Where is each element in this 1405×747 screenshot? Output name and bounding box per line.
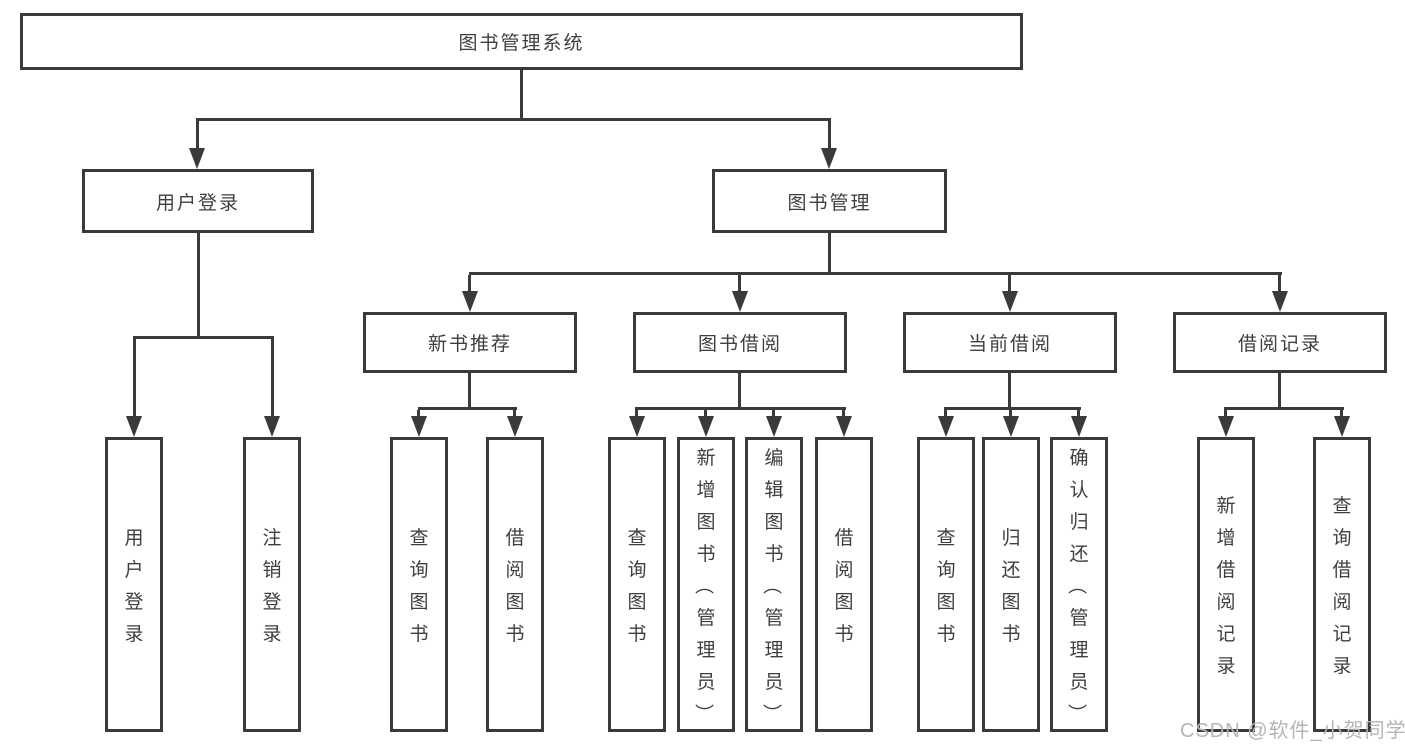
arrowhead-book-borrowing [732, 291, 748, 312]
leaf-add-book-admin-label: 新增图书（管理员） [693, 448, 716, 723]
leaf-edit-book-admin: 编辑图书（管理员） [745, 437, 803, 732]
leaf-borrow-books-recommend-label: 借阅图书 [505, 528, 525, 645]
connector-book-borrowing-drop-3 [772, 410, 775, 420]
node-book-management: 图书管理 [712, 169, 947, 233]
leaf-borrow-books-borrowing: 借阅图书 [815, 437, 873, 732]
connector-current-borrowing-stem [1008, 373, 1011, 407]
node-new-book-recommend: 新书推荐 [363, 312, 577, 373]
connector-borrowing-records-stem [1278, 373, 1281, 407]
connector-book-borrowing-drop-2 [704, 410, 707, 420]
node-borrowing-records-label: 借阅记录 [1237, 334, 1322, 355]
leaf-query-borrow-record-label: 查询借阅记录 [1332, 496, 1352, 677]
connector-book-mgmt-crossbar [469, 272, 1282, 275]
leaf-query-books-current: 查询图书 [917, 437, 975, 732]
connector-current-borrowing-drop-2 [1009, 410, 1012, 420]
leaf-logout-label: 注销登录 [262, 528, 282, 645]
leaf-logout: 注销登录 [243, 437, 301, 732]
csdn-watermark: CSDN @软件_小贺同学 [1180, 720, 1405, 742]
connector-drop-book-borrowing [738, 275, 741, 295]
leaf-user-login-label: 用户登录 [124, 528, 144, 645]
arrowhead-return-books [1003, 416, 1019, 437]
connector-user-login-stem [197, 233, 200, 336]
node-book-borrowing: 图书借阅 [633, 312, 847, 373]
arrowhead-query-books-b1 [411, 416, 427, 437]
node-borrowing-records: 借阅记录 [1173, 312, 1387, 373]
connector-root-drop-right [828, 121, 831, 151]
leaf-query-books-recommend-label: 查询图书 [409, 528, 429, 645]
leaf-query-books-current-label: 查询图书 [936, 528, 956, 645]
arrowhead-confirm-return-admin [1071, 416, 1087, 437]
arrowhead-borrow-books-c4 [836, 416, 852, 437]
connector-root-crossbar [196, 118, 831, 121]
leaf-query-books-recommend: 查询图书 [390, 437, 448, 732]
arrowhead-book-management [821, 148, 837, 169]
leaf-query-borrow-record: 查询借阅记录 [1313, 437, 1371, 732]
connector-book-mgmt-stem [828, 233, 831, 272]
leaf-add-book-admin: 新增图书（管理员） [677, 437, 735, 732]
connector-root-drop-left [196, 121, 199, 151]
connector-root-stem [520, 70, 523, 118]
connector-new-book-stem [468, 373, 471, 407]
node-book-management-label: 图书管理 [787, 192, 872, 214]
connector-borrowing-records-drop-2 [1340, 410, 1343, 420]
connector-book-borrowing-stem [738, 373, 741, 407]
connector-book-borrowing-drop-1 [635, 410, 638, 420]
leaf-borrow-books-borrowing-label: 借阅图书 [834, 528, 854, 645]
node-current-borrowing: 当前借阅 [903, 312, 1117, 373]
arrowhead-borrowing-records [1272, 291, 1288, 312]
connector-book-borrowing-crossbar [635, 407, 846, 410]
leaf-borrow-books-recommend: 借阅图书 [486, 437, 544, 732]
connector-drop-current-borrowing [1008, 275, 1011, 295]
leaf-confirm-return-admin: 确认归还（管理员） [1050, 437, 1108, 732]
leaf-confirm-return-admin-label: 确认归还（管理员） [1066, 448, 1089, 723]
node-root-label: 图书管理系统 [458, 33, 585, 54]
connector-drop-new-book [468, 275, 471, 295]
leaf-query-books-borrowing: 查询图书 [608, 437, 666, 732]
leaf-add-borrow-record: 新增借阅记录 [1197, 437, 1255, 732]
connector-current-borrowing-crossbar [944, 407, 1081, 410]
arrowhead-query-books-c1 [629, 416, 645, 437]
connector-user-login-drop-right [271, 339, 274, 420]
connector-new-book-drop-1 [417, 410, 420, 420]
connector-book-borrowing-drop-4 [842, 410, 845, 420]
arrowhead-query-books-d1 [938, 416, 954, 437]
arrowhead-new-book-recommend [462, 291, 478, 312]
leaf-add-borrow-record-label: 新增借阅记录 [1216, 496, 1236, 677]
connector-drop-borrowing-records [1278, 275, 1281, 295]
arrowhead-add-book-admin [698, 416, 714, 437]
arrowhead-current-borrowing [1002, 291, 1018, 312]
connector-borrowing-records-crossbar [1224, 407, 1344, 410]
connector-new-book-drop-2 [513, 410, 516, 420]
connector-new-book-crossbar [418, 407, 517, 410]
connector-current-borrowing-drop-1 [944, 410, 947, 420]
connector-user-login-crossbar [133, 336, 274, 339]
leaf-return-books-label: 归还图书 [1001, 528, 1021, 645]
node-user-login-label: 用户登录 [155, 192, 240, 214]
leaf-user-login: 用户登录 [105, 437, 163, 732]
node-current-borrowing-label: 当前借阅 [967, 334, 1052, 355]
connector-current-borrowing-drop-3 [1077, 410, 1080, 420]
node-user-login: 用户登录 [82, 169, 314, 233]
arrowhead-edit-book-admin [766, 416, 782, 437]
connector-user-login-drop-left [133, 339, 136, 420]
arrowhead-add-borrow-record [1218, 416, 1234, 437]
arrowhead-query-borrow-record [1334, 416, 1350, 437]
arrowhead-leaf-user-login [126, 416, 142, 437]
leaf-return-books: 归还图书 [982, 437, 1040, 732]
node-root: 图书管理系统 [20, 13, 1023, 70]
node-book-borrowing-label: 图书借阅 [697, 334, 782, 355]
leaf-edit-book-admin-label: 编辑图书（管理员） [761, 448, 784, 723]
arrowhead-borrow-books-b2 [507, 416, 523, 437]
leaf-query-books-borrowing-label: 查询图书 [627, 528, 647, 645]
node-new-book-recommend-label: 新书推荐 [427, 334, 512, 355]
connector-borrowing-records-drop-1 [1224, 410, 1227, 420]
arrowhead-user-login [189, 148, 205, 169]
arrowhead-leaf-logout [264, 416, 280, 437]
